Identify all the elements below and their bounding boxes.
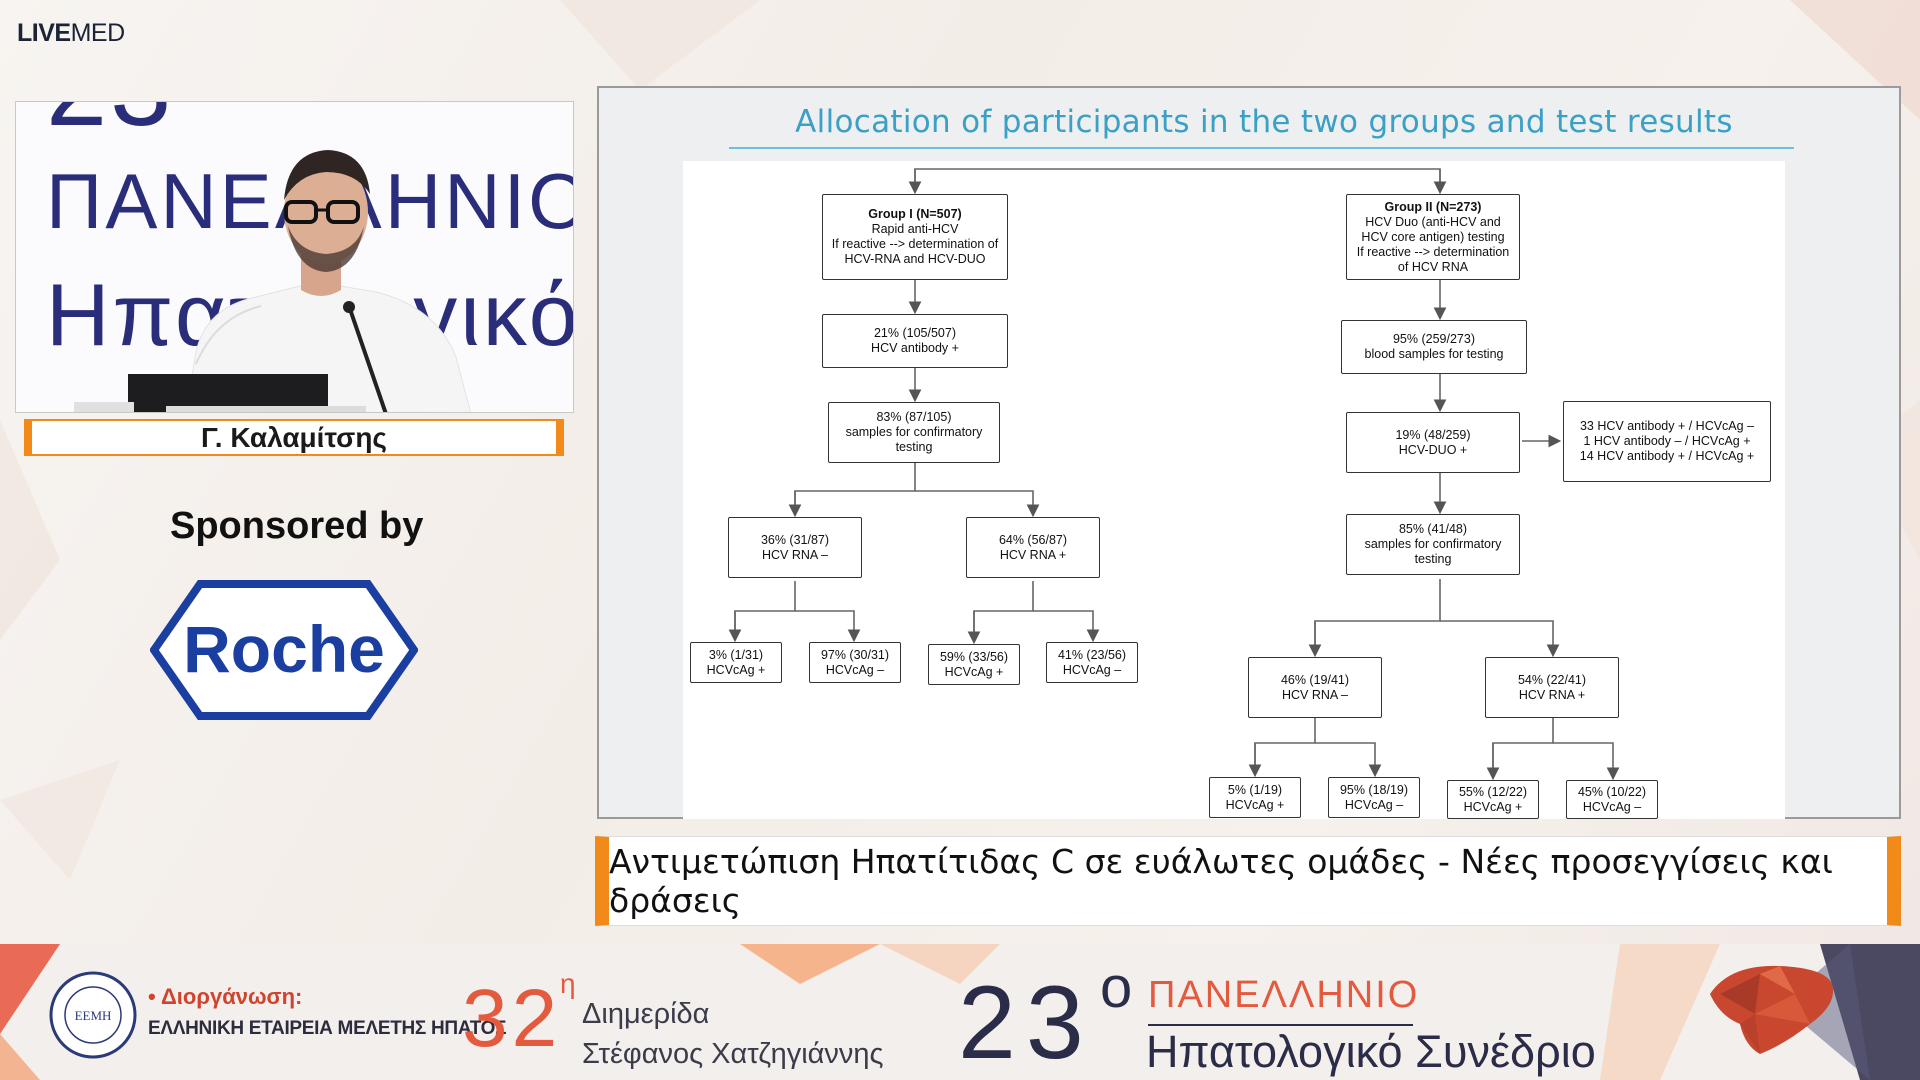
flow-box-g2-confirmatory: 85% (41/48) samples for confirmatory tes…: [1346, 514, 1520, 575]
flowchart: Group I (N=507)Rapid anti-HCV If reactiv…: [683, 161, 1785, 819]
flow-box-group1: Group I (N=507)Rapid anti-HCV If reactiv…: [822, 194, 1008, 280]
flow-box-g1-hcvcag-b: 97% (30/31) HCVcAg –: [809, 642, 901, 683]
flow-box-g1-rna-positive: 64% (56/87) HCV RNA +: [966, 517, 1100, 578]
flowchart-connectors: [728, 168, 1620, 781]
eemh-seal-logo: ΕΕΜΗ: [49, 971, 137, 1059]
flow-box-g2-hcvcag-c: 55% (12/22) HCVcAg +: [1447, 780, 1539, 819]
flow-box-g1-rna-negative: 36% (31/87) HCV RNA –: [728, 517, 862, 578]
flow-box-g1-confirmatory: 83% (87/105) samples for confirmatory te…: [828, 402, 1000, 463]
event-dimerida: Διημερίδα: [582, 998, 710, 1030]
flow-box-g2-blood: 95% (259/273) blood samples for testing: [1341, 320, 1527, 374]
backdrop-text: 23: [46, 102, 174, 151]
congress-number-23: 23: [958, 965, 1094, 1080]
speaker-video: 23 ΠΑΝΕΛΛΗΝΙΟ Ηπατολογικό Σ: [15, 101, 574, 413]
flow-box-g1-hcvcag-d: 41% (23/56) HCVcAg –: [1046, 642, 1138, 683]
conference-footer: ΕΕΜΗ • Διοργάνωση: ΕΛΛΗΝΙΚΗ ΕΤΑΙΡΕΙΑ ΜΕΛ…: [0, 944, 1920, 1080]
ordinal-suffix: ο: [1100, 955, 1133, 1020]
roche-logo-text: Roche: [183, 612, 385, 686]
flow-box-g2-hcvcag-a: 5% (1/19) HCVcAg +: [1209, 777, 1301, 818]
congress-name: Ηπατολογικό Συνέδριο: [1146, 1026, 1596, 1077]
congress-panellinio: ΠΑΝΕΛΛΗΝΙΟ: [1148, 974, 1420, 1016]
flow-box-g2-side-results: 33 HCV antibody + / HCVcAg – 1 HCV antib…: [1563, 401, 1771, 482]
flow-box-g2-duo: 19% (48/259) HCV-DUO +: [1346, 412, 1520, 473]
session-title-banner: Αντιμετώπιση Ηπατίτιδας C σε ευάλωτες ομ…: [595, 836, 1901, 926]
flow-box-g1-hcvcag-a: 3% (1/31) HCVcAg +: [690, 642, 782, 683]
svg-text:ΕΕΜΗ: ΕΕΜΗ: [75, 1008, 112, 1023]
presentation-slide: Allocation of participants in the two gr…: [597, 86, 1901, 819]
flow-box-g1-hcvcag-c: 59% (33/56) HCVcAg +: [928, 644, 1020, 685]
speaker-nameplate: Γ. Καλαμίτσης: [24, 419, 564, 456]
speaker-figure: [74, 150, 471, 412]
flow-box-g1-antibody: 21% (105/507) HCV antibody +: [822, 314, 1008, 368]
event-honoree: Στέφανος Χατζηγιάννης: [582, 1038, 884, 1070]
organizer-label: • Διοργάνωση:: [148, 984, 303, 1009]
sponsored-label: Sponsored by: [170, 505, 424, 547]
liver-icon: [1710, 965, 1834, 1054]
slide-title-underline: [729, 147, 1794, 149]
event-number-32: 32: [462, 973, 562, 1064]
roche-logo: Roche: [150, 580, 418, 720]
flow-box-g2-rna-negative: 46% (19/41) HCV RNA –: [1248, 657, 1382, 718]
livemed-logo: LIVEMED: [17, 19, 125, 47]
flow-box-g2-hcvcag-b: 95% (18/19) HCVcAg –: [1328, 777, 1420, 818]
flow-box-g2-rna-positive: 54% (22/41) HCV RNA +: [1485, 657, 1619, 718]
footer-divider: [1148, 1024, 1413, 1026]
slide-title: Allocation of participants in the two gr…: [795, 104, 1733, 140]
flow-box-group2: Group II (N=273)HCV Duo (anti-HCV and HC…: [1346, 194, 1520, 280]
flow-box-g2-hcvcag-d: 45% (10/22) HCVcAg –: [1566, 780, 1658, 819]
organizer-name: ΕΛΛΗΝΙΚΗ ΕΤΑΙΡΕΙΑ ΜΕΛΕΤΗΣ ΗΠΑΤΟΣ: [148, 1018, 507, 1039]
ordinal-suffix: η: [560, 968, 576, 999]
